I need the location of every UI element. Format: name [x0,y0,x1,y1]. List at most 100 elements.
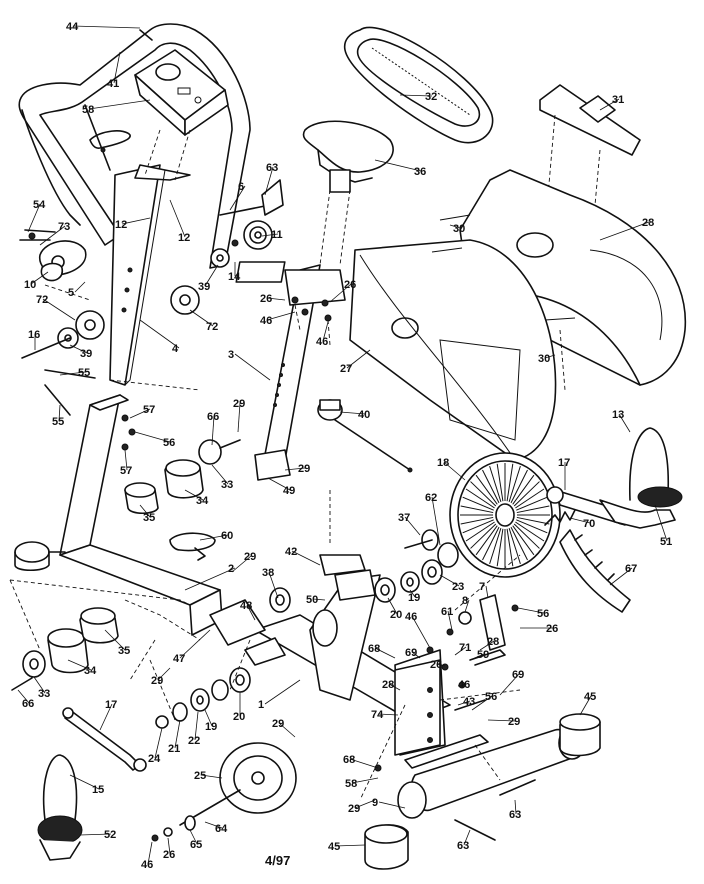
callout-19: 19 [205,721,217,733]
callout-29: 29 [348,803,360,815]
callout-59: 59 [477,649,489,661]
leader-line [27,203,41,233]
leader-line [349,758,379,769]
leader-line [99,703,113,731]
drive-pulley [269,554,376,613]
callout-42: 42 [285,546,297,558]
leader-line [266,311,296,321]
callout-12: 12 [115,219,127,231]
flywheel-spoke [506,528,514,567]
callout-40: 40 [358,409,370,421]
callout-35: 35 [143,512,155,524]
leader-line [443,461,466,481]
leader-line [139,319,180,349]
console-wire [89,130,131,153]
leader-line [59,371,86,376]
leader-line [471,695,493,711]
callout-72: 72 [36,294,48,306]
callout-37: 37 [398,512,410,524]
flywheel-spoke [465,488,495,509]
callout-65: 65 [190,839,202,851]
leader-line [312,598,326,601]
sensor-wire [169,532,216,561]
callout-31: 31 [612,94,624,106]
callout-28: 28 [382,679,394,691]
leader-line [377,713,399,716]
leader-line [457,700,471,706]
leader-line [322,321,329,342]
flywheel-spoke [510,469,528,504]
callout-44: 44 [66,21,79,33]
callout-58: 58 [82,104,94,116]
leader-line [134,431,171,443]
leader-line [409,589,416,598]
leader-line [291,550,321,566]
flywheel-spoke [516,516,550,525]
upright-column [109,129,191,386]
flywheel-spoke [515,488,545,509]
right-arm-pivot [170,179,284,315]
flywheel-spoke [462,519,494,534]
leader-line [329,283,352,303]
leader-line [264,166,274,196]
flywheel-spoke [512,525,535,556]
callout-39: 39 [80,348,92,360]
callout-34: 34 [84,665,97,677]
left-crank-pedal [37,707,147,861]
callout-6: 6 [238,181,244,193]
seat [302,120,394,193]
leader-line [174,719,181,749]
drive-belt [343,26,494,144]
callout-33: 33 [38,688,50,700]
callout-17: 17 [558,457,570,469]
leader-line [234,353,271,381]
leader-line [464,599,470,613]
leader-line [211,415,215,446]
callout-32: 32 [425,91,437,103]
callout-14: 14 [228,271,241,283]
callout-46: 46 [458,679,470,691]
leader-line [129,408,151,419]
left-arm-pivot [21,240,105,359]
leader-line [147,841,153,865]
leader-line [411,615,431,649]
leader-line [88,99,151,110]
upper-stabilizer-caps [124,439,241,515]
leader-line [463,829,471,846]
leader-line [167,837,171,855]
leader-line [599,221,650,241]
leader-line [449,224,461,229]
callout-8: 8 [462,595,468,607]
flywheel-spoke [506,463,514,502]
leader-line [461,683,466,686]
leader-line [544,354,556,359]
flywheel-spoke [470,523,497,549]
leader-line [184,567,236,591]
leader-line [346,349,371,369]
leader-line [469,653,485,661]
callout-2: 2 [228,563,234,575]
callout-25: 25 [194,770,206,782]
leader-line [199,534,229,541]
flywheel-spoke [475,474,498,505]
callout-55: 55 [52,416,64,428]
callout-26: 26 [430,659,442,671]
callout-63: 63 [457,840,469,852]
callout-36: 36 [414,166,426,178]
callout-19: 19 [408,592,420,604]
leader-line [609,567,633,586]
callout-3: 3 [228,349,234,361]
upright-bolts [44,369,136,451]
leader-line [113,51,121,84]
leader-line [104,629,126,651]
leader-line [339,411,366,415]
flywheel-spoke [460,516,494,525]
flywheel-spoke [462,496,494,511]
callout-29: 29 [298,463,310,475]
left-crank-hardware [155,667,251,729]
revision-code: 4/97 [265,853,290,868]
callout-70: 70 [583,518,595,530]
leader-line [157,667,171,681]
callout-56: 56 [163,437,175,449]
